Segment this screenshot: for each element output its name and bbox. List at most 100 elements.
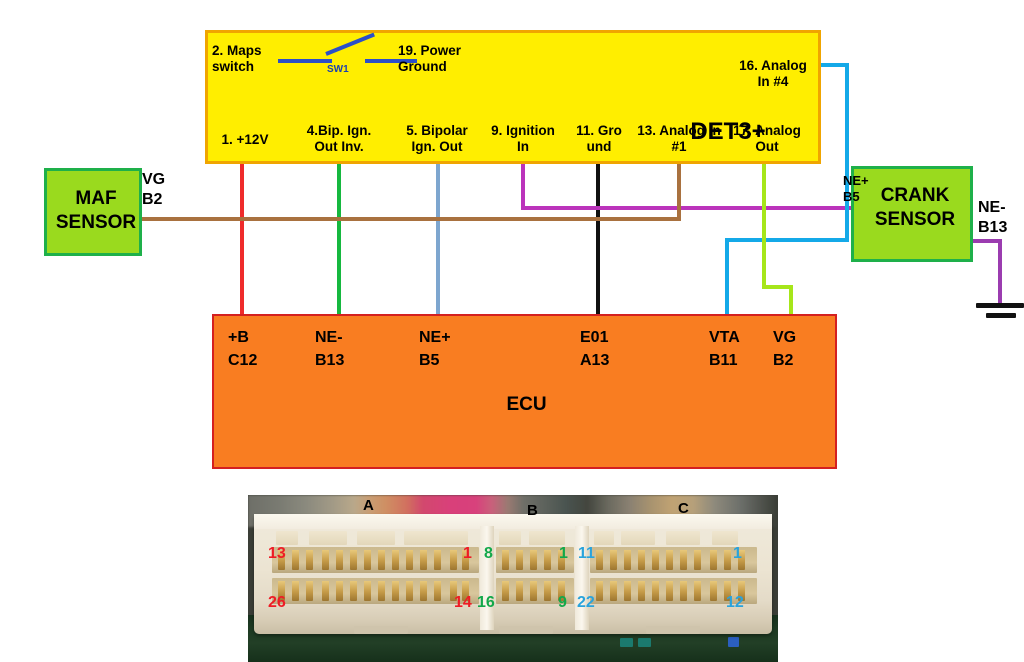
ecu-pin-ne-minus: NE- B13 [315,329,345,370]
pin [544,581,551,601]
pin [680,581,687,601]
switch-sw1-label: SW1 [327,64,349,75]
pin-number-a-1: 1 [463,545,472,562]
connector-top-rail [254,514,772,529]
pin [502,550,509,570]
pin [516,550,523,570]
crank-sensor: CRANK SENSOR [851,166,973,262]
switch-right-pole [365,59,417,63]
wire-plus12v [240,164,244,316]
pin-number-a-13: 13 [268,545,286,562]
pin [364,581,371,601]
pin [694,581,701,601]
wire-analog-in-4-top [812,63,849,67]
det3-pin-analog-in-4: 16. Analog In #4 [739,58,807,90]
pin-number-b-8: 8 [484,545,493,562]
det3-pin-bipolar-ign-out: 5. Bipolar Ign. Out [406,123,468,155]
pin-number-c-22: 22 [577,594,595,611]
pin [378,550,385,570]
ecu-pin-ne-plus: NE+ B5 [419,329,451,370]
maf-sensor: MAF SENSOR [44,168,142,256]
pin [638,581,645,601]
maf-sensor-label: MAF SENSOR [55,188,137,233]
pin [434,581,441,601]
cavity-c-1 [594,531,614,545]
pin [710,581,717,601]
pin [738,581,745,601]
wire-ground-e01 [596,164,600,316]
pin [322,550,329,570]
connector-divider-ab [480,526,494,630]
pcb-chip-2 [638,638,651,647]
wire-ignition-in-vertical [521,164,525,208]
pin [450,581,457,601]
pin [350,550,357,570]
wire-analog-in-4-mid-horizontal [725,238,849,242]
pin [378,581,385,601]
pin [624,550,631,570]
pin [624,581,631,601]
pin [336,550,343,570]
pin [364,550,371,570]
pin [666,550,673,570]
pin [530,550,537,570]
pin [558,550,565,570]
cavity-a-3 [357,531,395,545]
wire-analog-out-upper [762,164,766,288]
wire-analog-in-1-horizontal [142,217,681,221]
pin [738,550,745,570]
det3-pin-power-ground: 19. Power Ground [398,43,462,75]
wire-analog-in-4-right-vertical [845,63,849,240]
ecu-pin-vg: VG B2 [773,329,797,370]
pin [610,550,617,570]
pin [638,550,645,570]
pin-number-c-11: 11 [578,545,595,562]
cavity-row-a-upper [272,547,479,573]
det3-pin-analog-in-1: 13. Analog In #1 [637,123,721,155]
pin [694,550,701,570]
pin [292,581,299,601]
ecu-pin-plus-b: +B C12 [228,329,258,370]
wire-crank-ground-vertical [998,239,1002,306]
pin [336,581,343,601]
ground-symbol-bar-1 [976,303,1024,308]
cavity-c-3 [666,531,700,545]
pin [462,550,469,570]
pin [724,550,731,570]
pin [462,581,469,601]
pin [680,550,687,570]
connector-divider-bc [575,526,589,630]
det3-title: DET3+ [690,118,766,145]
det3-pin-ignition-in: 9. Ignition In [491,123,555,155]
pin [420,550,427,570]
ecu-title: ECU [506,394,547,415]
pin [652,550,659,570]
pin [710,550,717,570]
pin [392,581,399,601]
pin [306,581,313,601]
pin [516,581,523,601]
wire-ne-plus [436,164,440,316]
crank-terminal-ne-minus-b13: NE- B13 [978,199,1008,236]
crank-sensor-label: CRANK SENSOR [874,185,956,230]
pin [406,550,413,570]
switch-left-pole [278,59,332,63]
pin [610,581,617,601]
cavity-a-1 [276,531,298,545]
connector-section-letter-b: B [527,502,538,519]
wire-analog-out-lower [789,285,793,316]
ecu-pin-vta: VTA B11 [709,329,740,370]
pin-number-a-14: 14 [454,594,472,611]
pin [420,581,427,601]
pin-number-c-1: 1 [733,545,742,562]
connector-foot-3 [646,626,700,634]
pin [306,550,313,570]
wire-analog-in-1-vertical [677,164,681,220]
cavity-c-4 [712,531,738,545]
pin [652,581,659,601]
pin [666,581,673,601]
pin-number-b-1: 1 [559,545,568,562]
det3-pin-maps-switch: 2. Maps switch [212,43,262,75]
ecu-connector-photo: A B C 13 26 1 14 8 16 1 9 11 22 1 12 [248,495,778,662]
cavity-a-5 [440,531,468,545]
